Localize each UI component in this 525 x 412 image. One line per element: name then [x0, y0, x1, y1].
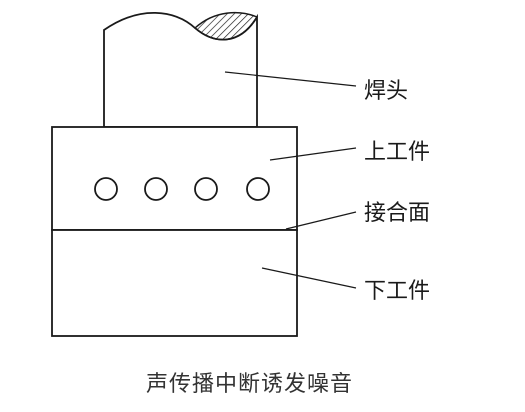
hole-row [94, 177, 270, 201]
leader-line-upper [269, 147, 357, 161]
welding-horn [103, 11, 259, 128]
figure-caption: 声传播中断诱发噪音 [146, 372, 353, 397]
hole [246, 177, 270, 201]
lower-workpiece [51, 229, 298, 337]
label-horn: 焊头 [364, 79, 408, 104]
horn-hatched-section [193, 11, 259, 41]
leader-line-horn [224, 71, 357, 87]
hole [194, 177, 218, 201]
leader-line-lower [261, 267, 357, 289]
hole [144, 177, 168, 201]
label-interface: 接合面 [364, 201, 430, 226]
hole [94, 177, 118, 201]
leader-line-interface [285, 211, 357, 230]
label-lower-workpiece: 下工件 [364, 279, 430, 304]
label-upper-workpiece: 上工件 [364, 140, 430, 165]
